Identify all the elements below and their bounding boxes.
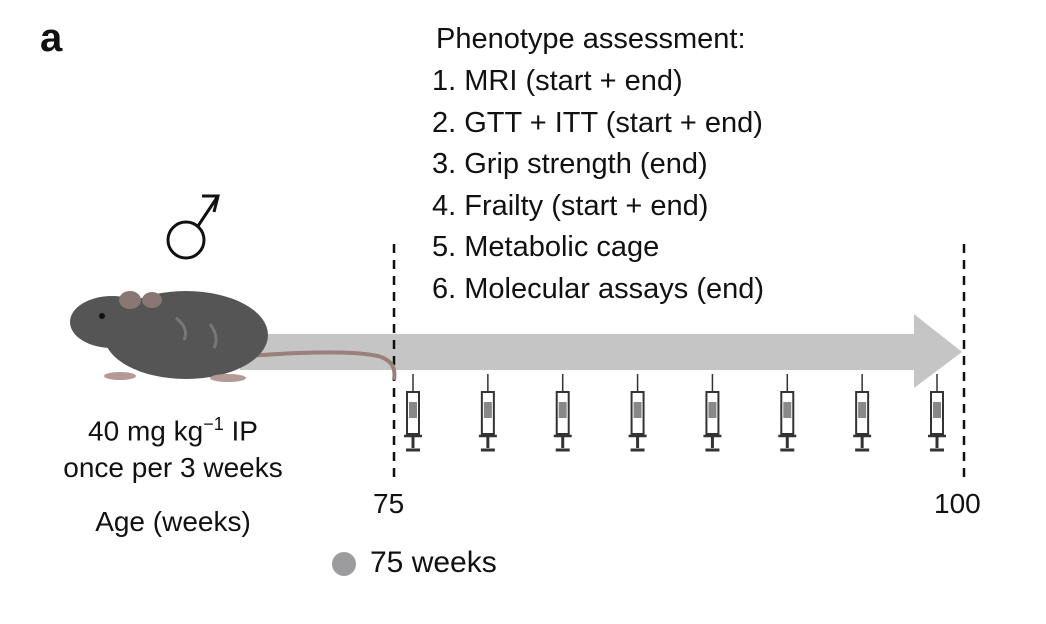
assessment-item: 2. GTT + ITT (start + end) [432,106,763,139]
dose-label: 40 mg kg−1 IP [40,414,306,447]
timeline-start-label: 75 [373,488,405,519]
assessment-item: 4. Frailty (start + end) [432,189,709,222]
assessment-item: 1. MRI (start + end) [432,65,683,97]
dose-route: IP [223,415,258,447]
assessment-item: 6. Molecular assays (end) [432,272,765,305]
injection-markers [404,374,946,452]
dose-exponent: −1 [203,414,224,434]
timeline-end-label: 100 [934,488,981,519]
mouse-illustration [70,291,397,382]
dose-schedule: once per 3 weeks [63,452,283,483]
syringe-icon [478,374,497,452]
syringe-icon [853,374,872,452]
age-axis-label: Age (weeks) [95,506,251,537]
assessment-list: 1. MRI (start + end) 2. GTT + ITT (start… [432,62,764,311]
syringe-icon [778,374,797,452]
syringe-icon [703,374,722,452]
syringe-icon [628,374,647,452]
legend-dot [332,552,356,576]
syringe-icon [553,374,572,452]
syringe-icon [928,374,946,452]
male-symbol-icon: ♂ [166,194,220,260]
legend-label: 75 weeks [370,546,497,579]
dose-value: 40 mg kg [88,415,204,447]
assessment-item: 5. Metabolic cage [432,231,660,263]
syringe-icon [404,374,422,452]
panel-letter: a [40,16,63,60]
assessment-heading: Phenotype assessment: [436,23,746,55]
assessment-item: 3. Grip strength (end) [432,148,708,180]
